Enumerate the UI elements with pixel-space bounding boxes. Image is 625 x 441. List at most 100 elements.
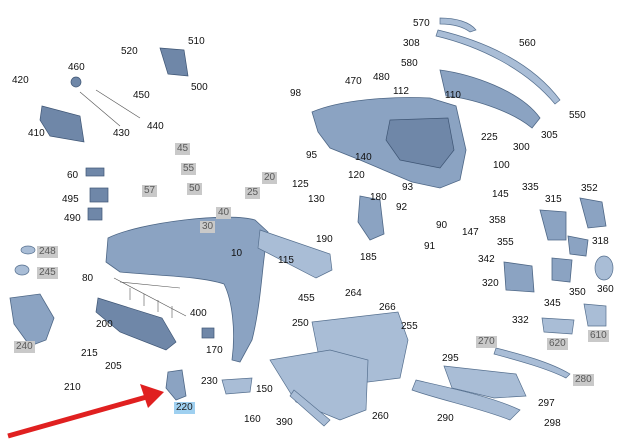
diffuser-300[interactable]: [439, 69, 541, 129]
callout-93[interactable]: 93: [402, 182, 414, 193]
callout-225[interactable]: 225: [481, 132, 498, 143]
callout-170[interactable]: 170: [206, 345, 223, 356]
callout-315[interactable]: 315: [545, 194, 562, 205]
callout-570[interactable]: 570: [413, 18, 430, 29]
part-318[interactable]: [567, 235, 589, 257]
callout-100[interactable]: 100: [493, 160, 510, 171]
part-245[interactable]: [14, 264, 30, 276]
callout-60[interactable]: 60: [67, 170, 79, 181]
callout-610[interactable]: 610: [588, 330, 609, 342]
callout-185[interactable]: 185: [360, 252, 377, 263]
callout-550[interactable]: 550: [569, 110, 586, 121]
part-315[interactable]: [539, 209, 567, 241]
callout-620[interactable]: 620: [547, 338, 568, 350]
callout-220[interactable]: 220: [174, 402, 195, 414]
callout-335[interactable]: 335: [522, 182, 539, 193]
callout-510[interactable]: 510: [188, 36, 205, 47]
callout-205[interactable]: 205: [105, 361, 122, 372]
strip-270[interactable]: [493, 347, 571, 379]
callout-500[interactable]: 500: [191, 82, 208, 93]
callout-455[interactable]: 455: [298, 293, 315, 304]
callout-297[interactable]: 297: [538, 398, 555, 409]
callout-355[interactable]: 355: [497, 237, 514, 248]
part-220[interactable]: [165, 369, 187, 401]
callout-180[interactable]: 180: [370, 192, 387, 203]
callout-160[interactable]: 160: [244, 414, 261, 425]
callout-430[interactable]: 430: [113, 128, 130, 139]
callout-230[interactable]: 230: [201, 376, 218, 387]
reflector-490[interactable]: [87, 207, 103, 221]
callout-520[interactable]: 520: [121, 46, 138, 57]
bracket-240[interactable]: [9, 293, 55, 347]
callout-255[interactable]: 255: [401, 321, 418, 332]
callout-298[interactable]: 298: [544, 418, 561, 429]
callout-150[interactable]: 150: [256, 384, 273, 395]
callout-10[interactable]: 10: [231, 248, 243, 259]
part-360[interactable]: [594, 255, 614, 281]
callout-560[interactable]: 560: [519, 38, 536, 49]
reinforcement-200[interactable]: [95, 297, 177, 351]
callout-20[interactable]: 20: [262, 172, 278, 184]
part-460[interactable]: [70, 76, 82, 88]
part-352[interactable]: [579, 197, 607, 229]
callout-190[interactable]: 190: [316, 234, 333, 245]
callout-115[interactable]: 115: [278, 255, 294, 266]
callout-200[interactable]: 200: [96, 319, 113, 330]
callout-342[interactable]: 342: [478, 254, 495, 265]
callout-295[interactable]: 295: [442, 353, 459, 364]
callout-80[interactable]: 80: [82, 273, 94, 284]
callout-90[interactable]: 90: [436, 220, 448, 231]
lower-trim-290[interactable]: [411, 379, 521, 421]
part-610[interactable]: [583, 303, 607, 327]
callout-270[interactable]: 270: [476, 336, 497, 348]
callout-215[interactable]: 215: [81, 348, 98, 359]
part-60[interactable]: [85, 167, 105, 177]
part-620[interactable]: [541, 317, 575, 335]
callout-140[interactable]: 140: [355, 152, 372, 163]
callout-50[interactable]: 50: [187, 183, 203, 195]
part-350[interactable]: [551, 257, 573, 283]
callout-308[interactable]: 308: [403, 38, 420, 49]
part-248[interactable]: [20, 245, 36, 255]
bracket-500[interactable]: [159, 47, 189, 77]
part-320[interactable]: [503, 261, 535, 293]
trim-strip-570[interactable]: [439, 17, 477, 33]
bumper-cover-part[interactable]: [105, 216, 269, 363]
callout-264[interactable]: 264: [345, 288, 362, 299]
callout-358[interactable]: 358: [489, 215, 506, 226]
callout-390[interactable]: 390: [276, 417, 293, 428]
callout-352[interactable]: 352: [581, 183, 598, 194]
callout-120[interactable]: 120: [348, 170, 365, 181]
callout-266[interactable]: 266: [379, 302, 396, 313]
callout-91[interactable]: 91: [424, 241, 436, 252]
bracket-150[interactable]: [221, 377, 253, 395]
callout-130[interactable]: 130: [308, 194, 325, 205]
callout-280[interactable]: 280: [573, 374, 594, 386]
callout-147[interactable]: 147: [462, 227, 479, 238]
crossmember-115[interactable]: [257, 229, 333, 279]
callout-45[interactable]: 45: [175, 143, 191, 155]
callout-112[interactable]: 112: [393, 86, 409, 97]
callout-260[interactable]: 260: [372, 411, 389, 422]
callout-30[interactable]: 30: [200, 221, 216, 233]
callout-350[interactable]: 350: [569, 287, 586, 298]
callout-240[interactable]: 240: [14, 341, 35, 353]
callout-300[interactable]: 300: [513, 142, 530, 153]
callout-318[interactable]: 318: [592, 236, 609, 247]
reflector-495[interactable]: [89, 187, 109, 203]
callout-57[interactable]: 57: [142, 185, 158, 197]
callout-145[interactable]: 145: [492, 189, 509, 200]
callout-125[interactable]: 125: [292, 179, 309, 190]
callout-40[interactable]: 40: [216, 207, 232, 219]
callout-95[interactable]: 95: [306, 150, 318, 161]
callout-92[interactable]: 92: [396, 202, 408, 213]
callout-55[interactable]: 55: [181, 163, 197, 175]
trim-strip-560[interactable]: [435, 29, 561, 105]
callout-248[interactable]: 248: [37, 246, 58, 258]
callout-245[interactable]: 245: [37, 267, 58, 279]
part-170[interactable]: [201, 327, 215, 339]
callout-360[interactable]: 360: [597, 284, 614, 295]
callout-580[interactable]: 580: [401, 58, 418, 69]
callout-495[interactable]: 495: [62, 194, 79, 205]
part-180[interactable]: [357, 195, 385, 241]
